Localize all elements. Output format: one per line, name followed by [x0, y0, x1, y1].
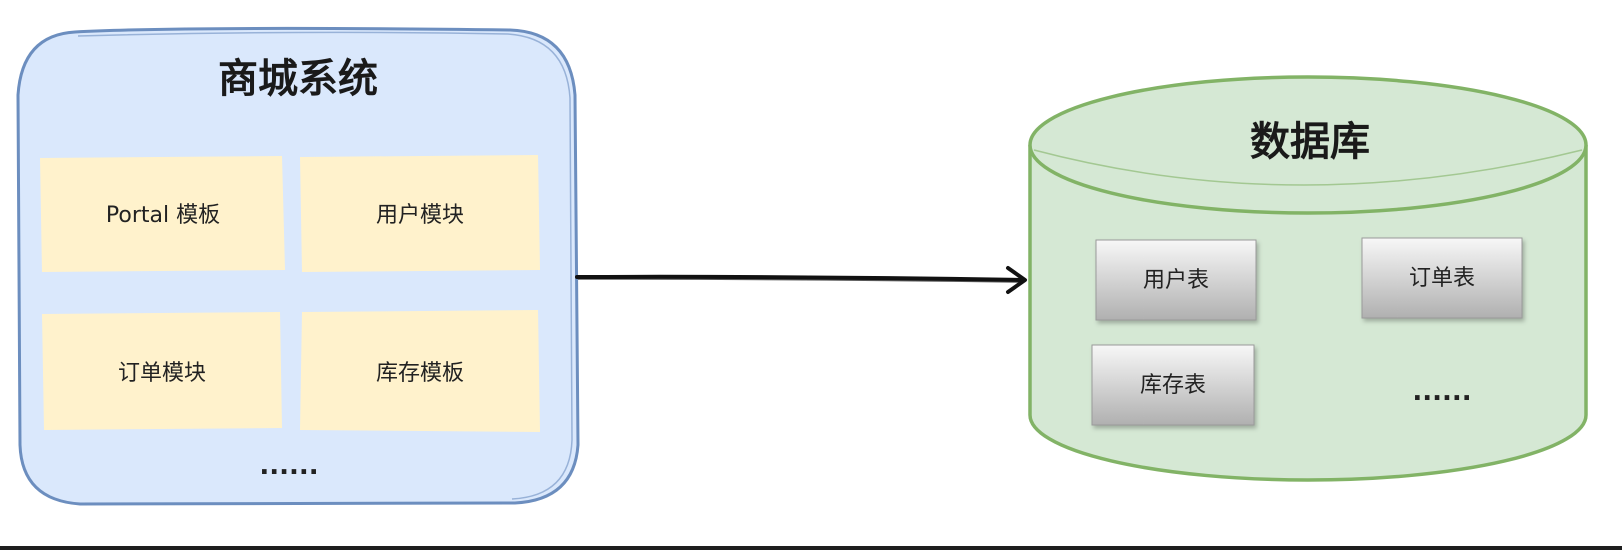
module-label: 订单模块: [118, 361, 206, 386]
module-label: 用户模块: [376, 203, 464, 228]
arrow-head: [1006, 266, 1027, 294]
module-inventory: 库存模板: [300, 310, 540, 432]
connection-arrow: [575, 266, 1027, 294]
table-label: 库存表: [1140, 373, 1206, 398]
module-order: 订单模块: [42, 312, 282, 430]
module-portal: Portal 模板: [40, 156, 285, 272]
table-label: 订单表: [1409, 266, 1475, 291]
table-inventory: 库存表: [1091, 344, 1255, 426]
table-box: [1095, 239, 1257, 321]
mall-system-title: 商城系统: [218, 56, 378, 102]
system-more-ellipsis: ......: [259, 451, 318, 481]
module-label: Portal 模板: [106, 203, 220, 228]
table-box: [1361, 237, 1523, 319]
table-user: 用户表: [1095, 239, 1257, 321]
bottom-rule: [0, 546, 1622, 550]
module-box: [300, 155, 540, 272]
module-user: 用户模块: [300, 155, 540, 272]
arrow-line: [575, 274, 1024, 282]
module-label: 库存模板: [376, 361, 464, 386]
table-order: 订单表: [1361, 237, 1523, 319]
database-title: 数据库: [1250, 119, 1370, 165]
database-top: [1028, 75, 1588, 215]
module-box: [42, 312, 282, 430]
arrow-line-sketch: [577, 278, 1021, 283]
table-label: 用户表: [1143, 268, 1209, 293]
database-cylinder: 数据库 用户表 订单表 库存表 ......: [1028, 75, 1588, 482]
module-box: [300, 310, 540, 432]
database-more-ellipsis: ......: [1412, 377, 1471, 407]
mall-system-box-sketch: [77, 31, 573, 500]
module-box: [40, 156, 285, 272]
mall-system-container: 商城系统 Portal 模板 用户模块 订单模块 库存模板 ......: [16, 26, 580, 506]
database-sketch: [1033, 149, 1583, 186]
table-box: [1091, 344, 1255, 426]
